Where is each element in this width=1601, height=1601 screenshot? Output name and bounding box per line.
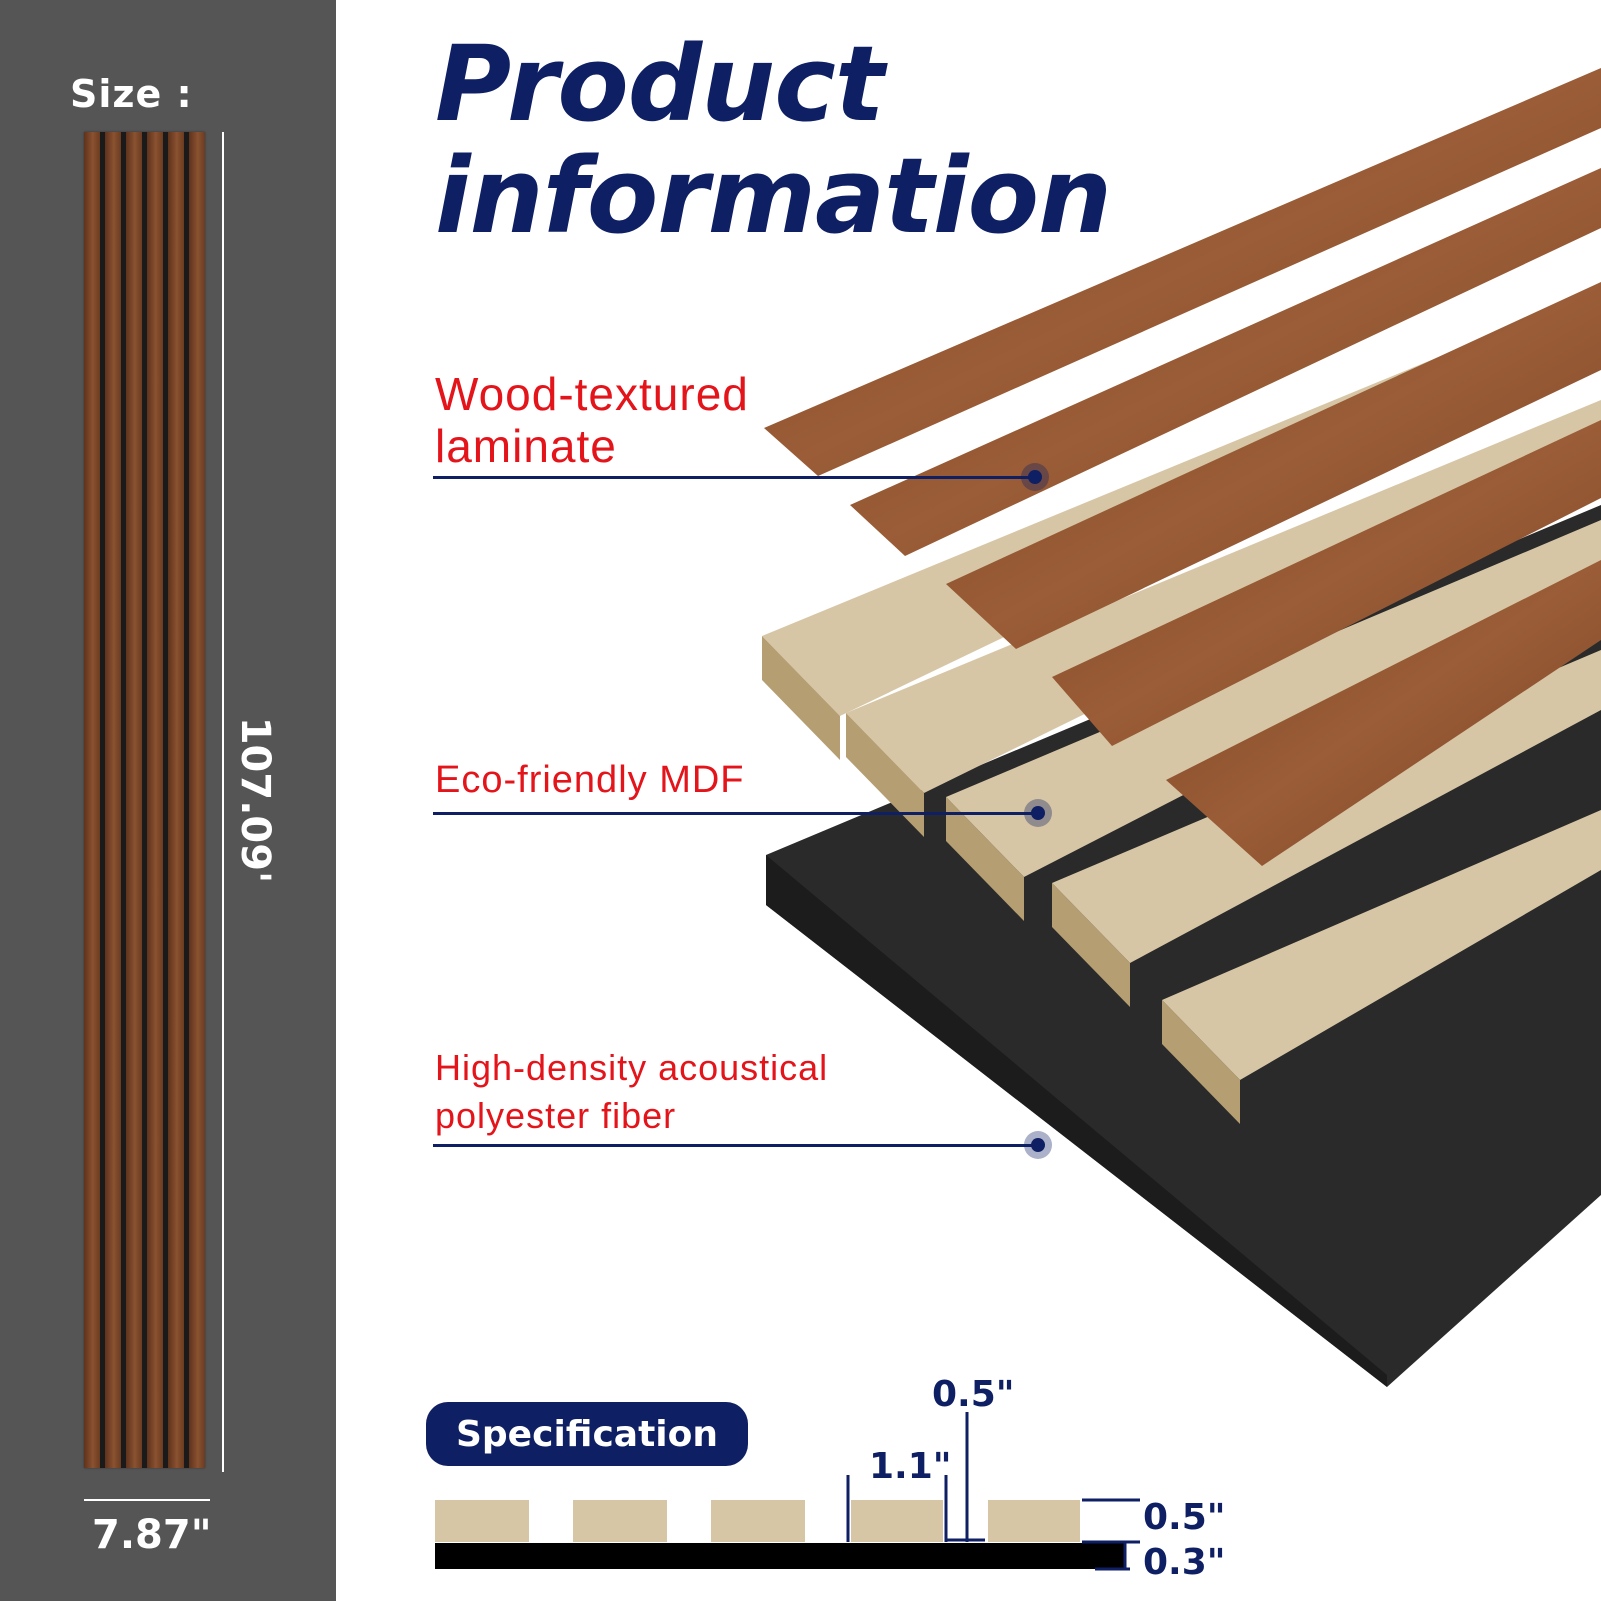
base-thickness-dimension: 0.3" xyxy=(1143,1542,1226,1583)
title-line-1: Product xyxy=(435,23,885,145)
specification-badge: Specification xyxy=(426,1402,748,1466)
height-dimension-line xyxy=(222,132,224,1472)
gap-dimension: 0.5" xyxy=(932,1374,1015,1415)
laminate-strips xyxy=(764,68,1601,866)
callout-polyester: High-density acoustical polyester fiber xyxy=(435,1047,829,1136)
callout-line-mdf xyxy=(433,812,1033,815)
callout-dot-polyester xyxy=(1024,1131,1052,1159)
callout-laminate: Wood-textured laminate xyxy=(435,368,749,472)
size-label: Size : xyxy=(70,72,193,116)
panel-thumbnail xyxy=(84,132,205,1468)
felt-base-side xyxy=(766,855,1387,1387)
exploded-layers-illustration xyxy=(762,68,1601,1387)
callout-mdf: Eco-friendly MDF xyxy=(435,759,745,801)
specification-diagram xyxy=(435,1412,1140,1571)
page-title: Product information xyxy=(435,23,1112,257)
height-dimension: 107.09' xyxy=(232,716,278,884)
width-dimension: 7.87" xyxy=(92,1512,212,1558)
callout-line-polyester xyxy=(433,1144,1033,1147)
callout-dot-laminate xyxy=(1021,463,1049,491)
callout-line-laminate xyxy=(433,476,1030,479)
width-dimension-line xyxy=(84,1499,210,1501)
slat-thickness-dimension: 0.5" xyxy=(1143,1497,1226,1538)
title-line-2: information xyxy=(435,135,1112,257)
sidebar: Size : 107.09' 7.87" xyxy=(0,0,336,1601)
slat-width-dimension: 1.1" xyxy=(869,1446,952,1487)
callout-dot-mdf xyxy=(1024,799,1052,827)
